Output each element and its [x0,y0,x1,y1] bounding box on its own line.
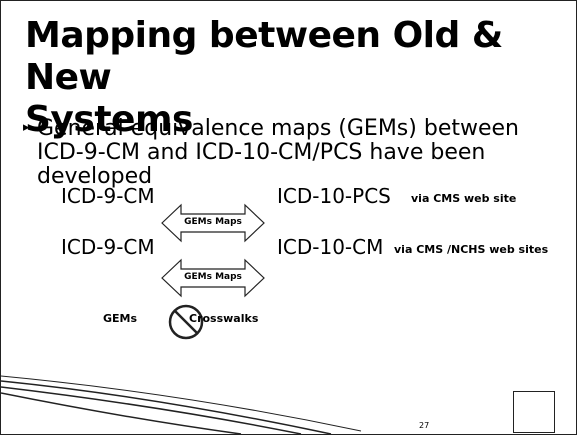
arrow1-label: GEMs Maps [184,217,242,227]
crosswalks-label: Crosswalks [189,312,259,325]
row2-left-code: ICD-9-CM [61,235,155,259]
row1-left-code: ICD-9-CM [61,184,155,208]
double-arrow-icon [161,258,265,298]
row2-right-code: ICD-10-CM [277,235,384,259]
arrow2-label: GEMs Maps [184,272,242,282]
row1-right-code: ICD-10-PCS [277,184,391,208]
title-line-1: Mapping between Old & New [25,15,503,98]
title-line-2: Systems [25,99,193,140]
double-arrow-icon [161,203,265,243]
bullet-marker-icon: ▸ [23,120,30,135]
page-number: 27 [419,421,430,430]
bullet-text: General equivalence maps (GEMs) between … [37,116,519,189]
row2-right-note: via CMS /NCHS web sites [394,243,549,256]
row1-right-note: via CMS web site [411,192,517,205]
corner-box [513,391,555,433]
no-symbol-icon [168,304,204,340]
gems-label: GEMs [103,312,138,325]
slide-title: Mapping between Old & New Systems [25,15,565,141]
